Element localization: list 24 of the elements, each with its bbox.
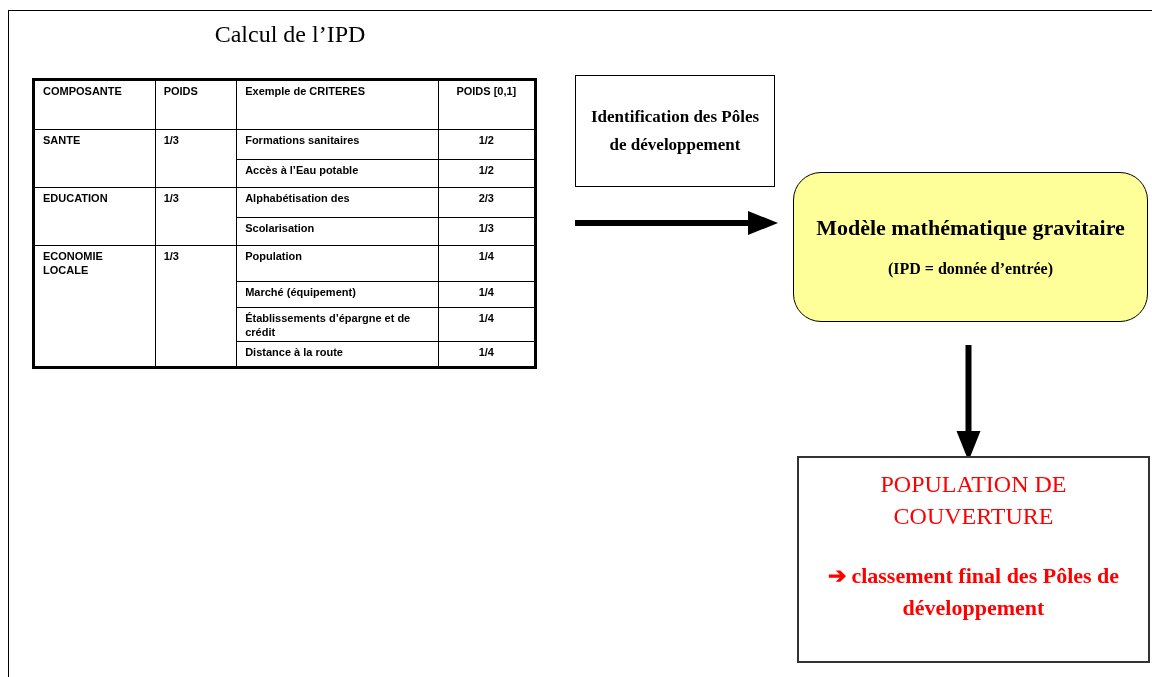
table-cell: Formations sanitaires xyxy=(236,129,439,160)
table-cell: POIDS xyxy=(155,79,237,130)
arrow xyxy=(575,211,778,235)
table-cell: Accès à l’Eau potable xyxy=(236,159,439,188)
table-cell: 1/3 xyxy=(155,129,237,188)
box-text: ➔ classement final des Pôles de développement xyxy=(826,562,1121,622)
process-box xyxy=(575,75,775,187)
box-heading: POPULATION DE COUVERTURE xyxy=(879,470,1068,531)
title: Calcul de l’IPD xyxy=(213,20,367,49)
table-cell: Établissements d’épargne et de crédit xyxy=(236,307,439,342)
table-cell: Exemple de CRITERES xyxy=(236,79,439,130)
table-cell: Population xyxy=(236,245,439,282)
result-box xyxy=(797,456,1150,663)
table-cell: COMPOSANTE xyxy=(33,79,156,130)
table-cell: Marché (équipement) xyxy=(236,281,439,308)
box-text: (IPD = donnée d’entrée) xyxy=(887,259,1054,280)
table-cell: SANTE xyxy=(33,129,156,188)
table-cell: Alphabétisation des xyxy=(236,187,439,218)
box-heading: Identification des Pôles de développement xyxy=(589,106,761,156)
table-cell: 1/3 xyxy=(155,187,237,246)
table-cell: Scolarisation xyxy=(236,217,439,246)
model-box xyxy=(793,172,1148,322)
table-cell: EDUCATION xyxy=(33,187,156,246)
box-heading: Modèle mathématique gravitaire xyxy=(815,214,1126,242)
